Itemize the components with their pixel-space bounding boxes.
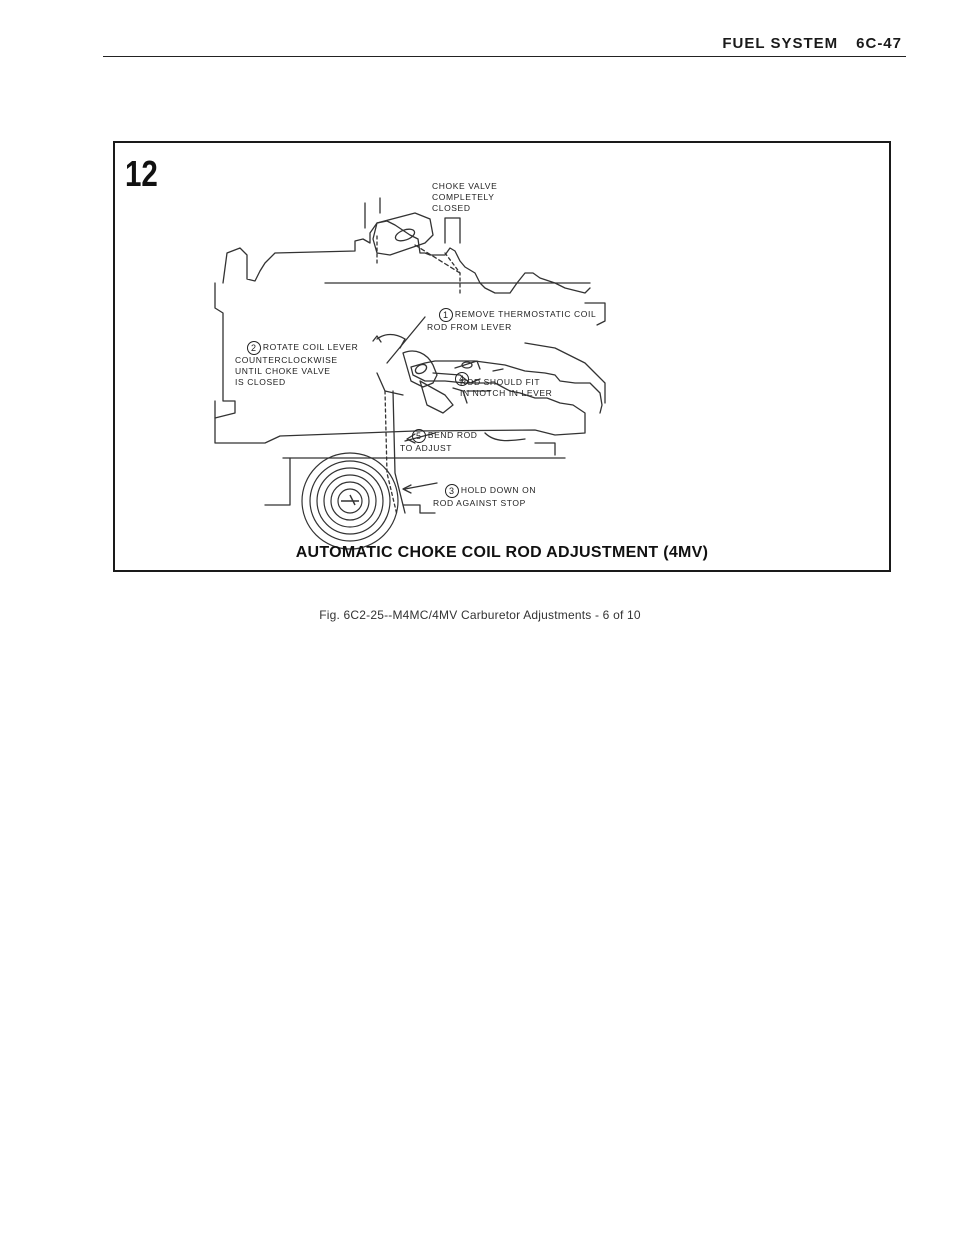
header-rule bbox=[103, 56, 906, 57]
step-1-text: REMOVE THERMOSTATIC COIL ROD FROM LEVER bbox=[427, 309, 597, 332]
header-page-number: 6C-47 bbox=[856, 35, 902, 52]
step-3-number: 3 bbox=[444, 484, 459, 498]
thermostatic-coil bbox=[301, 452, 399, 550]
step-3-text: HOLD DOWN ON ROD AGAINST STOP bbox=[433, 485, 537, 508]
carburetor-diagram bbox=[214, 197, 606, 550]
figure-caption: Fig. 6C2-25--M4MC/4MV Carburetor Adjustm… bbox=[319, 608, 641, 622]
choke-valve-plate bbox=[372, 212, 434, 256]
step-5-text: BEND ROD TO ADJUST bbox=[400, 430, 478, 453]
step-4-number: 4 bbox=[454, 372, 469, 386]
step-2-number: 2 bbox=[246, 341, 261, 355]
callout-choke-valve-closed: CHOKE VALVE COMPLETELY CLOSED bbox=[432, 181, 498, 213]
callout-step-4-text: ROD SHOULD FIT IN NOTCH IN LEVER bbox=[460, 377, 553, 398]
callout-step-4-number: 4 bbox=[443, 361, 471, 397]
running-header: FUEL SYSTEM 6C-47 bbox=[722, 35, 902, 52]
step-5-number: 5 bbox=[411, 429, 426, 443]
thermostatic-rod bbox=[392, 390, 406, 514]
figure-panel: 12 bbox=[113, 141, 891, 572]
step-2-text: ROTATE COIL LEVER COUNTERCLOCKWISE UNTIL… bbox=[235, 342, 359, 387]
carburetor-upper-outline bbox=[214, 282, 236, 419]
figure-number: 12 bbox=[125, 153, 158, 194]
figure-title: AUTOMATIC CHOKE COIL ROD ADJUSTMENT (4MV… bbox=[295, 544, 709, 561]
step-1-number: 1 bbox=[438, 308, 453, 322]
header-section-title: FUEL SYSTEM bbox=[722, 35, 839, 52]
